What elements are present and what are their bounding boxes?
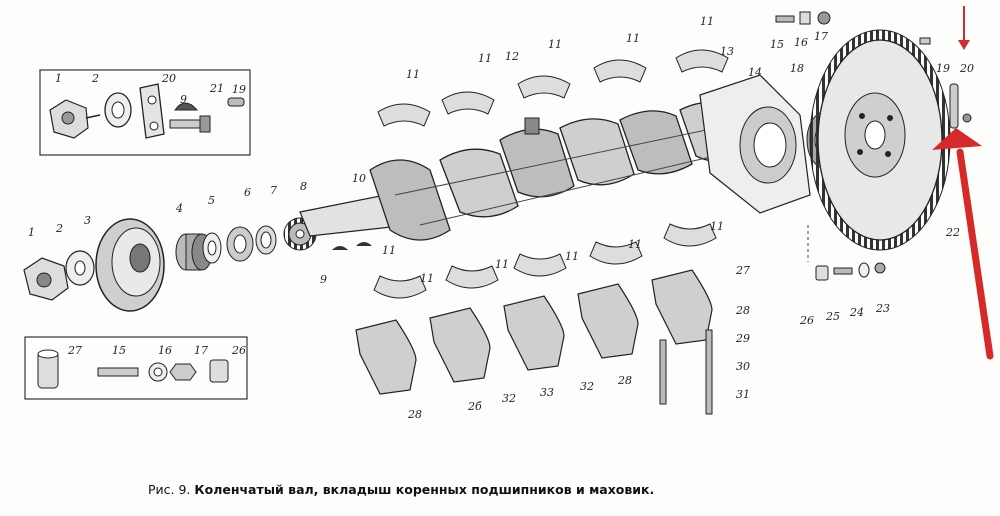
- flywheel-small-parts: [807, 225, 886, 281]
- callout-c16b: 16: [158, 344, 172, 357]
- callout-c10: 10: [352, 172, 366, 185]
- front-hub-assembly: [23, 217, 372, 312]
- callout-c24: 24: [849, 306, 864, 319]
- annotation-arrows: [932, 6, 994, 360]
- callout-c17: 17: [814, 30, 828, 43]
- callout-c19b: 19: [936, 62, 950, 75]
- callout-c11g: 11: [420, 272, 434, 285]
- callout-c32a: 32: [502, 392, 516, 405]
- figure-number: Рис. 9.: [148, 482, 191, 497]
- callout-c26a: 26: [799, 314, 814, 327]
- callout-c11j: 11: [628, 238, 642, 251]
- callout-c27b: 27: [67, 344, 82, 357]
- callout-c11i: 11: [565, 250, 579, 263]
- callout-c2b: 2: [55, 222, 63, 235]
- main-bearing-caps: [355, 269, 713, 415]
- callout-c20b: 20: [959, 62, 974, 75]
- callout-c8: 8: [300, 180, 307, 193]
- callout-c11b: 11: [478, 52, 492, 65]
- callout-c13: 13: [720, 45, 734, 58]
- callout-c11k: 11: [710, 220, 724, 233]
- callout-c21a: 21: [209, 82, 224, 95]
- callout-c11l: 11: [382, 244, 396, 257]
- callout-c25: 25: [825, 310, 840, 323]
- callout-c28a: 28: [735, 304, 750, 317]
- callout-c28c: 28: [617, 374, 632, 387]
- callout-c11a: 11: [406, 68, 420, 81]
- callout-c11h: 11: [495, 258, 509, 271]
- callout-c23: 23: [875, 302, 890, 315]
- callout-c14: 14: [748, 66, 762, 79]
- callout-c26c: 26: [231, 344, 246, 357]
- large-red-arrowhead: [932, 128, 982, 150]
- crankshaft: [299, 101, 747, 241]
- callout-c17b: 17: [194, 344, 208, 357]
- callout-c26b: 2б: [467, 400, 482, 413]
- callout-c9a: 9: [180, 93, 187, 106]
- callout-c15: 15: [770, 38, 784, 51]
- callout-c30: 30: [736, 360, 750, 373]
- inset-box-top: [39, 69, 251, 156]
- callout-c18: 18: [790, 62, 804, 75]
- callout-c11c: 11: [548, 38, 562, 51]
- callout-c22: 22: [945, 226, 960, 239]
- callout-c7: 7: [270, 184, 277, 197]
- callout-c4: 4: [175, 202, 183, 215]
- lower-bearing-shells: [373, 223, 717, 299]
- callout-c3: 3: [84, 214, 91, 227]
- callout-c1b: 1: [28, 226, 35, 239]
- upper-bearing-shells: [377, 49, 729, 127]
- callout-c28b: 28: [407, 408, 422, 421]
- inset-box-bottom: [24, 336, 248, 400]
- flywheel: [775, 11, 972, 251]
- callout-c33: 33: [540, 386, 554, 399]
- callout-c5: 5: [208, 194, 215, 207]
- callout-c9b: 9: [320, 273, 327, 286]
- callout-c1a: 1: [55, 72, 62, 85]
- callout-c11d: 11: [626, 32, 640, 45]
- callout-c2a: 2: [91, 72, 99, 85]
- callout-c32b: 32: [580, 380, 594, 393]
- callout-c15b: 15: [112, 344, 126, 357]
- callout-c6: 6: [244, 186, 251, 199]
- callout-c20a: 20: [161, 72, 176, 85]
- callout-c12: 12: [505, 50, 519, 63]
- callout-c16: 16: [794, 36, 808, 49]
- large-red-arrow-shaft: [956, 148, 994, 360]
- callout-c31: 31: [736, 388, 750, 401]
- figure-title: Коленчатый вал, вкладыш коренных подшипн…: [194, 482, 655, 497]
- figure-caption: Рис. 9. Коленчатый вал, вкладыш коренных…: [148, 482, 654, 497]
- callout-c29: 29: [735, 332, 750, 345]
- callout-c19a: 19: [232, 83, 246, 96]
- small-red-arrowhead: [958, 40, 970, 50]
- callout-c11e: 11: [700, 15, 714, 28]
- callout-c27a: 27: [735, 264, 750, 277]
